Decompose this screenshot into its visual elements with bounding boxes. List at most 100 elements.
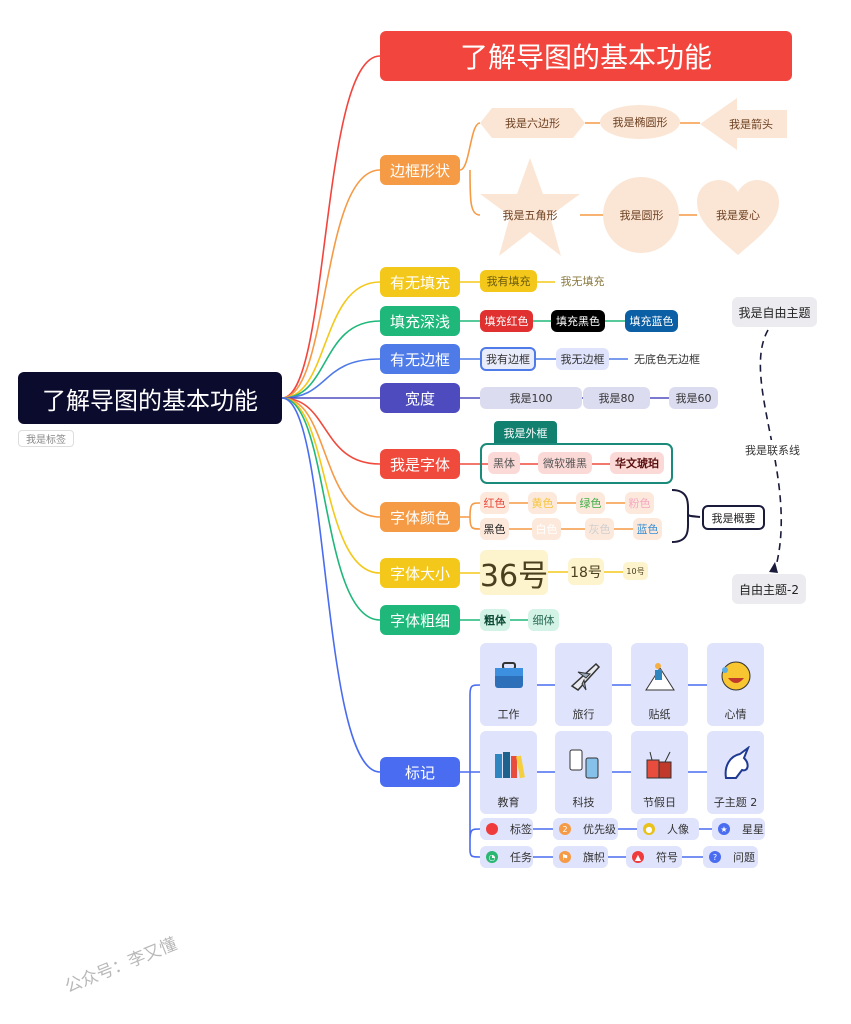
sticker-airplane[interactable]: 旅行 <box>555 643 612 726</box>
fill-depth-topic[interactable]: 填充黑色 <box>551 310 605 332</box>
books-icon <box>494 752 525 779</box>
marker-thumbs-up[interactable]: ▲符号 <box>626 846 682 868</box>
marker-task-progress[interactable]: ◔任务 <box>480 846 533 868</box>
size-18-topic[interactable]: 18号 <box>568 558 604 585</box>
summary-brace <box>671 489 701 543</box>
sticker-briefcase[interactable]: 工作 <box>480 643 537 726</box>
branch-connector <box>281 397 381 574</box>
circle-shape[interactable] <box>603 177 679 253</box>
unicorn-icon <box>724 746 750 779</box>
font-heiti[interactable]: 黑体 <box>488 452 520 474</box>
thin-topic[interactable]: 细体 <box>528 609 559 631</box>
outer-frame[interactable] <box>480 443 673 484</box>
branch-connector <box>281 397 381 621</box>
phones-icon <box>569 749 598 779</box>
width-100-topic[interactable]: 我是100 <box>480 387 582 409</box>
climber-icon <box>644 663 675 691</box>
sticker-books[interactable]: 教育 <box>480 731 537 814</box>
sticker-firecracker[interactable]: 节假日 <box>631 731 688 814</box>
branch-fill-depth[interactable]: 填充深浅 <box>380 306 460 336</box>
thumbs-up-icon: ▲ <box>632 851 644 863</box>
branch-font-size[interactable]: 字体大小 <box>380 558 460 588</box>
size-10-topic[interactable]: 10号 <box>623 562 648 580</box>
sticker-label: 子主题 2 <box>713 796 758 809</box>
branch-font-weight[interactable]: 字体粗细 <box>380 605 460 635</box>
marker-person[interactable]: ●人像 <box>637 818 699 840</box>
sticker-unicorn[interactable]: 子主题 2 <box>707 731 764 814</box>
branch-marks[interactable]: 标记 <box>380 757 460 787</box>
sticker-laughing-face[interactable]: 心情 <box>707 643 764 726</box>
summary-topic[interactable]: 我是概要 <box>702 505 765 530</box>
width-80-topic[interactable]: 我是80 <box>583 387 650 409</box>
marker-label: 问题 <box>733 851 755 864</box>
marker-label: 优先级 <box>583 823 616 836</box>
size-36-topic[interactable]: 36号 <box>480 550 548 595</box>
branch-connector <box>281 397 381 465</box>
laughing-face-icon <box>721 661 750 691</box>
sticker-phones[interactable]: 科技 <box>555 731 612 814</box>
font-hupo[interactable]: 华文琥珀 <box>610 452 664 474</box>
red-dot-icon <box>486 823 498 835</box>
branch-border-shape[interactable]: 边框形状 <box>380 155 460 185</box>
no-fill-topic[interactable]: 我无填充 <box>560 275 605 288</box>
heart-shape[interactable] <box>697 180 779 255</box>
sticker-label: 工作 <box>497 708 520 721</box>
hexagon-shape[interactable] <box>480 108 585 138</box>
ellipse-shape[interactable] <box>600 105 680 139</box>
branch-font[interactable]: 我是字体 <box>380 449 460 479</box>
marker-question[interactable]: ? 问题 <box>703 846 758 868</box>
relationship-line[interactable] <box>759 329 783 571</box>
fill-depth-topic[interactable]: 填充蓝色 <box>625 310 678 332</box>
branch-connector <box>281 397 381 773</box>
font-color-topic[interactable]: 灰色 <box>585 518 614 540</box>
sticker-climber[interactable]: 贴纸 <box>631 643 688 726</box>
font-color-topic[interactable]: 绿色 <box>576 492 605 514</box>
free-topic-2[interactable]: 自由主题-2 <box>732 574 806 604</box>
plain-topic[interactable]: 无底色无边框 <box>634 353 700 366</box>
root-topic[interactable]: 了解导图的基本功能 <box>18 372 282 424</box>
font-color-topic[interactable]: 黄色 <box>528 492 557 514</box>
question-icon: ? <box>709 851 721 863</box>
fill-topic[interactable]: 我有填充 <box>480 270 537 292</box>
bordered-topic[interactable]: 我有边框 <box>480 347 536 371</box>
branch-border[interactable]: 有无边框 <box>380 344 460 374</box>
branch-connector <box>281 281 381 399</box>
borderless-topic[interactable]: 我无边框 <box>556 348 609 370</box>
arrow-shape[interactable] <box>700 98 787 150</box>
marker-label: 标签 <box>510 823 532 836</box>
sticker-label: 旅行 <box>572 708 595 721</box>
marker-label: 任务 <box>510 851 532 864</box>
branch-font-color[interactable]: 字体颜色 <box>380 502 460 532</box>
connector <box>460 684 707 858</box>
root-label: 我是标签 <box>18 430 74 447</box>
shape-label: 我是五角形 <box>502 209 558 222</box>
star-shape[interactable] <box>480 158 580 256</box>
font-color-topic[interactable]: 粉色 <box>625 492 654 514</box>
title-topic[interactable]: 了解导图的基本功能 <box>380 31 792 81</box>
marker-red-dot[interactable]: 标签 <box>480 818 533 840</box>
fill-depth-topic[interactable]: 填充红色 <box>480 310 533 332</box>
font-color-topic[interactable]: 黑色 <box>480 518 509 540</box>
frame-tab[interactable]: 我是外框 <box>494 421 557 444</box>
marker-star[interactable]: ★星星 <box>712 818 765 840</box>
free-topic[interactable]: 我是自由主题 <box>732 297 817 327</box>
sticker-label: 贴纸 <box>648 708 671 721</box>
shape-label: 我是椭圆形 <box>612 116 668 129</box>
branch-width[interactable]: 宽度 <box>380 383 460 413</box>
width-60-topic[interactable]: 我是60 <box>669 387 718 409</box>
branch-connector <box>281 320 381 399</box>
airplane-icon <box>570 662 600 691</box>
font-color-topic[interactable]: 红色 <box>480 492 509 514</box>
sticker-label: 科技 <box>572 796 595 809</box>
font-yahei[interactable]: 微软雅黑 <box>538 452 592 474</box>
flag-icon: ⚑ <box>559 851 571 863</box>
briefcase-icon <box>494 662 523 688</box>
font-color-topic[interactable]: 白色 <box>532 518 561 540</box>
branch-fill[interactable]: 有无填充 <box>380 267 460 297</box>
relationship-label[interactable]: 我是联系线 <box>735 440 810 460</box>
marker-flag[interactable]: ⚑旗帜 <box>553 846 608 868</box>
bold-topic[interactable]: 粗体 <box>480 609 510 631</box>
font-color-topic[interactable]: 蓝色 <box>633 518 662 540</box>
